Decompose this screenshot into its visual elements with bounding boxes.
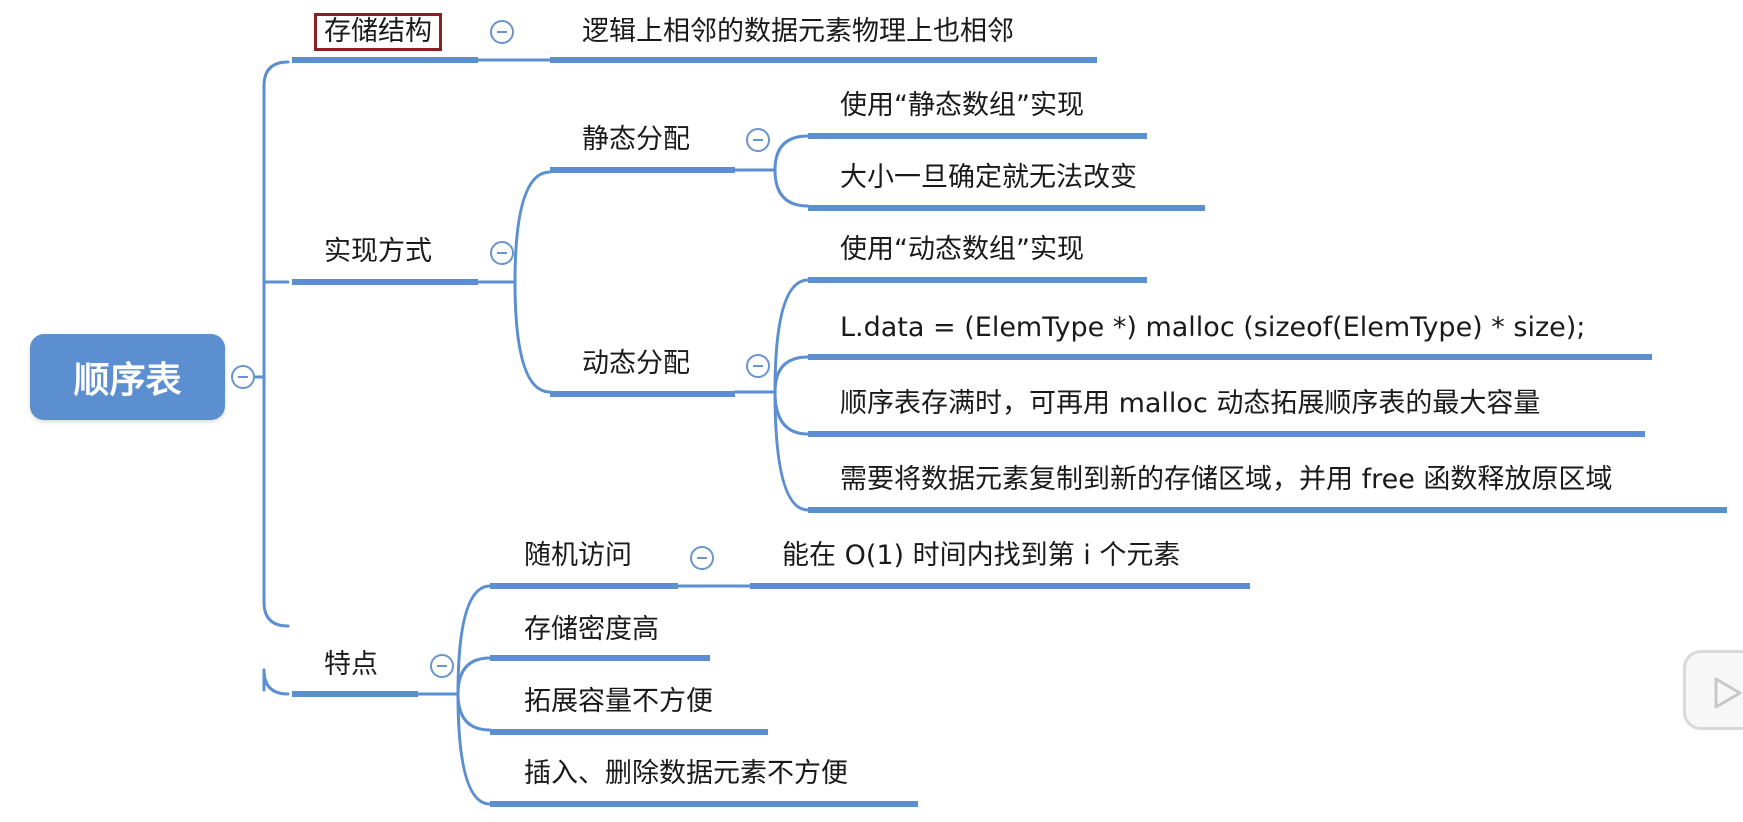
leaf-high-density[interactable]: 存储密度高 bbox=[524, 614, 659, 645]
play-button-icon[interactable] bbox=[1683, 650, 1743, 730]
collapse-root-icon[interactable] bbox=[231, 365, 255, 389]
leaf-static-1[interactable]: 使用“静态数组”实现 bbox=[840, 90, 1084, 121]
node-random-access[interactable]: 随机访问 bbox=[524, 540, 632, 571]
node-features[interactable]: 特点 bbox=[324, 649, 378, 680]
leaf-static-2[interactable]: 大小一旦确定就无法改变 bbox=[840, 162, 1137, 193]
collapse-static-icon[interactable] bbox=[746, 128, 770, 152]
play-triangle-icon bbox=[1714, 677, 1742, 709]
node-storage-structure[interactable]: 存储结构 bbox=[314, 13, 442, 51]
leaf-dynamic-4[interactable]: 需要将数据元素复制到新的存储区域，并用 free 函数释放原区域 bbox=[840, 464, 1613, 495]
leaf-dynamic-2[interactable]: L.data = (ElemType *) malloc (sizeof(Ele… bbox=[840, 312, 1586, 343]
root-node[interactable]: 顺序表 bbox=[30, 334, 225, 420]
leaf-random-access[interactable]: 能在 O(1) 时间内找到第 i 个元素 bbox=[782, 540, 1181, 571]
collapse-random-icon[interactable] bbox=[690, 546, 714, 570]
collapse-storage-icon[interactable] bbox=[490, 20, 514, 44]
collapse-dynamic-icon[interactable] bbox=[746, 354, 770, 378]
leaf-dynamic-3[interactable]: 顺序表存满时，可再用 malloc 动态拓展顺序表的最大容量 bbox=[840, 388, 1541, 419]
leaf-dynamic-1[interactable]: 使用“动态数组”实现 bbox=[840, 234, 1084, 265]
node-implementation[interactable]: 实现方式 bbox=[324, 236, 432, 267]
leaf-insert-delete-inconvenient[interactable]: 插入、删除数据元素不方便 bbox=[524, 758, 848, 789]
node-dynamic-allocation[interactable]: 动态分配 bbox=[582, 348, 690, 379]
collapse-implementation-icon[interactable] bbox=[490, 241, 514, 265]
node-static-allocation[interactable]: 静态分配 bbox=[582, 124, 690, 155]
leaf-expand-inconvenient[interactable]: 拓展容量不方便 bbox=[524, 686, 713, 717]
collapse-features-icon[interactable] bbox=[430, 654, 454, 678]
node-storage-structure-label: 存储结构 bbox=[324, 16, 432, 47]
root-label: 顺序表 bbox=[73, 360, 182, 401]
leaf-storage-desc[interactable]: 逻辑上相邻的数据元素物理上也相邻 bbox=[582, 16, 1014, 47]
